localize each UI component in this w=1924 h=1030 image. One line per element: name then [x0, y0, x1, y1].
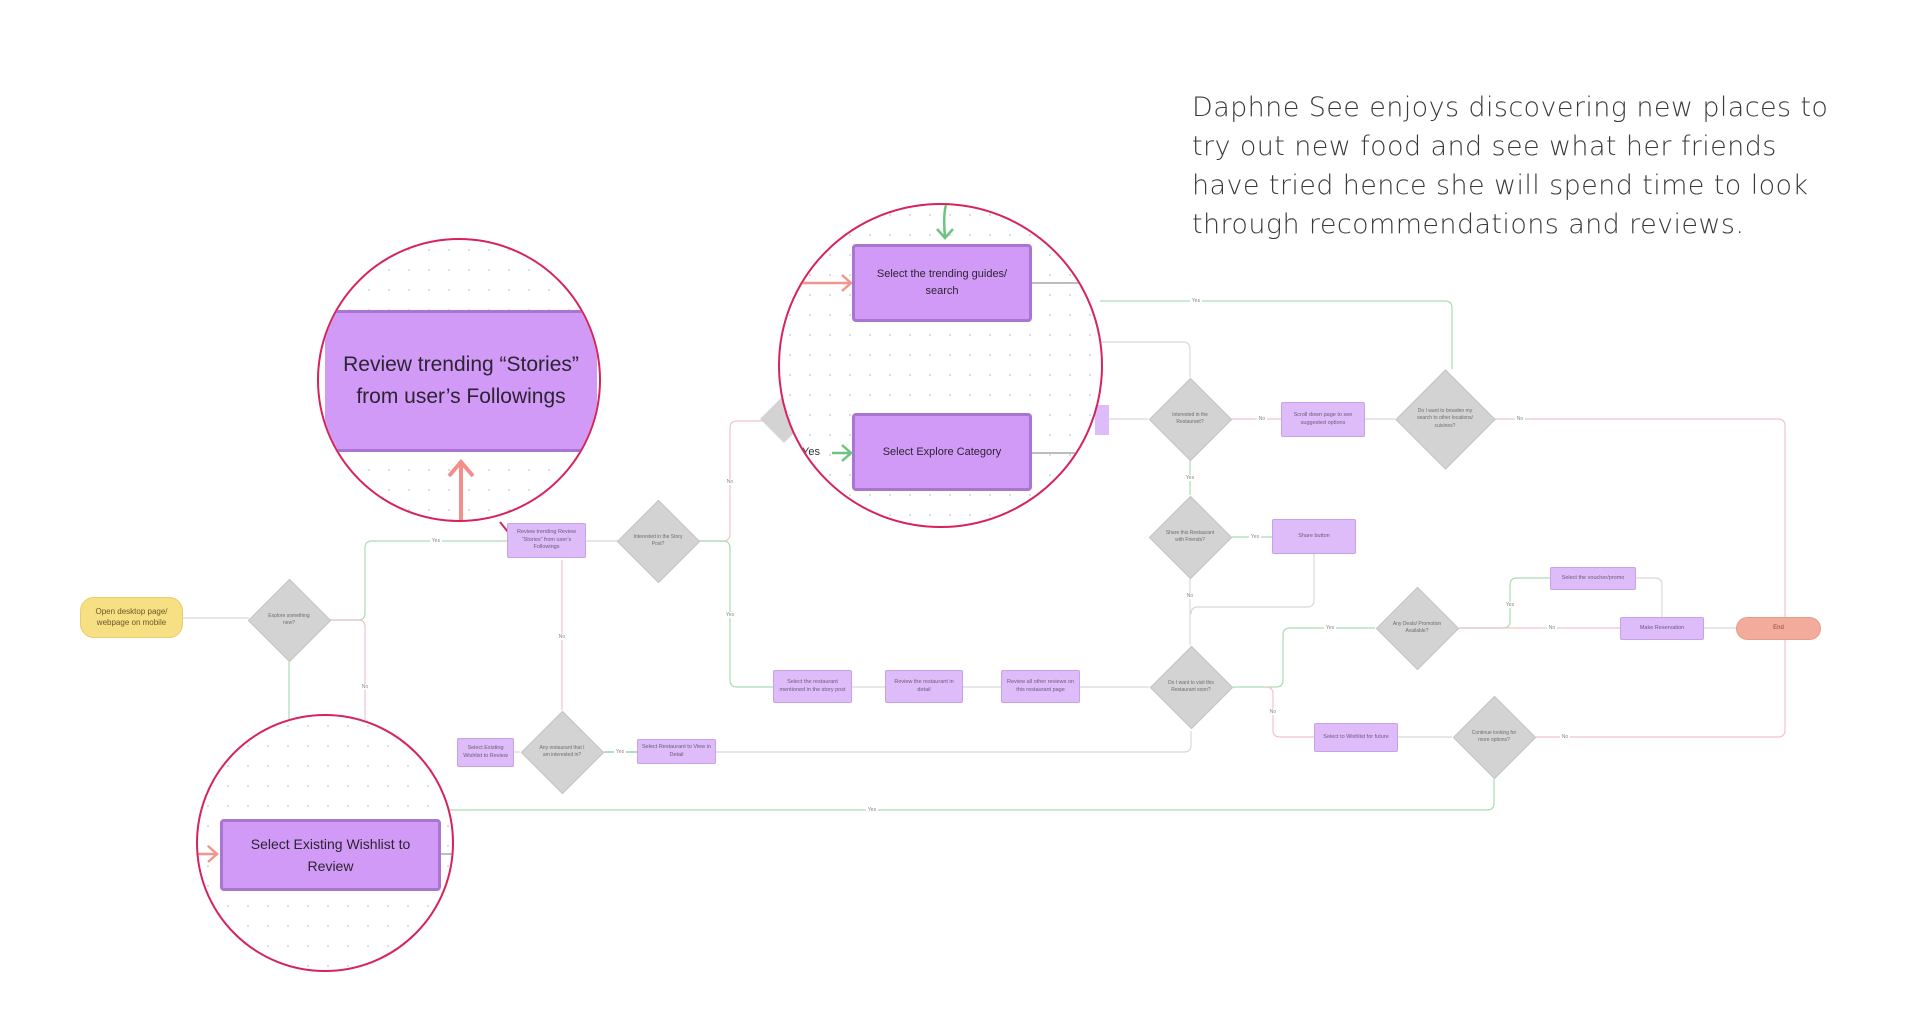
select-voucher-node[interactable]: Select the voucher/promo: [1550, 567, 1636, 590]
edge-label-yes: Yes: [1189, 298, 1203, 304]
review-detail-node[interactable]: Review the restaurant in detail: [885, 670, 963, 703]
edge: [329, 619, 366, 720]
hidden-box: [1095, 405, 1109, 435]
arrow-down-icon: [936, 205, 954, 240]
decision-share-friends[interactable]: Share this Restaurant with Friends?: [1148, 495, 1232, 579]
zoom-stories-node: Review trending “Stories” from user’s Fo…: [325, 310, 597, 452]
edge-label-no: No: [359, 684, 371, 690]
zoom-explore-node: Select Explore Category: [852, 413, 1032, 491]
edge-label-no: No: [1514, 416, 1526, 422]
decision-interested-story[interactable]: Interested in the Story Post?: [616, 499, 700, 583]
edge-label-no: No: [1546, 625, 1558, 631]
edge-label-yes: Yes: [723, 612, 737, 618]
decision-visit-soon[interactable]: Do I want to visit this Restaurant soon?: [1149, 645, 1233, 729]
zoom-callout-wishlist: Select Existing Wishlist to Review: [196, 714, 454, 972]
edge-label-no: No: [1267, 709, 1279, 715]
select-restaurant-detail-node[interactable]: Select Restaurant to View in Detail: [637, 739, 716, 764]
decision-continue-looking[interactable]: Continue looking for more options?: [1452, 695, 1536, 779]
edge-label-yes: Yes: [1323, 625, 1337, 631]
edge: [1233, 627, 1375, 688]
edge: [440, 779, 1495, 811]
edge-label-yes: Yes: [865, 807, 879, 813]
edge: [1265, 686, 1314, 738]
edge: [1190, 554, 1315, 615]
decision-explore-new[interactable]: Explore something new?: [247, 578, 331, 662]
zoom-callout-trending: Select the trending guides/ search Selec…: [778, 203, 1103, 528]
persona-description: Daphne See enjoys discovering new places…: [1192, 92, 1829, 240]
review-others-node[interactable]: Review all other reviews on this restaur…: [1001, 670, 1080, 703]
review-stories-node[interactable]: Review trending Review “Stories” from us…: [507, 523, 586, 558]
decision-label: Share this Restaurant with Friends?: [1165, 529, 1215, 543]
decision-interested-restaurant[interactable]: Interested in the Restaurant?: [1148, 377, 1232, 461]
decision-label: Any restaurant that I am interested in?: [539, 744, 585, 758]
decision-label: Any Deals/ Promotion Available?: [1392, 620, 1442, 634]
share-button-node[interactable]: Share button: [1272, 519, 1356, 554]
edge-label-no: No: [1256, 416, 1268, 422]
decision-label: Interested in the Story Post?: [633, 533, 683, 547]
edge-label-no: No: [724, 479, 736, 485]
edge: [716, 731, 1192, 753]
end-node[interactable]: End: [1736, 617, 1821, 640]
decision-label: Interested in the Restaurant?: [1172, 411, 1208, 425]
zoom-callout-stories: Review trending “Stories” from user’s Fo…: [317, 238, 601, 522]
edge-label-yes: Yes: [1248, 534, 1262, 540]
decision-label: Explore something new?: [268, 612, 310, 626]
zoom-connectors: [780, 205, 1101, 462]
select-mentioned-node[interactable]: Select the restaurant mentioned in the s…: [773, 670, 852, 703]
edge: [1536, 640, 1786, 738]
arrow-right-icon: [780, 274, 853, 292]
edge-label-yes: Yes: [613, 749, 627, 755]
arrow-right-icon: [832, 444, 853, 462]
edge: [698, 420, 784, 542]
select-wishlist-node[interactable]: Select Existing Wishlist to Review: [457, 738, 514, 767]
edge-label-yes: Yes: [1183, 475, 1197, 481]
decision-any-restaurant[interactable]: Any restaurant that I am interested in?: [520, 710, 604, 794]
edge: [1100, 341, 1191, 377]
edge: [329, 540, 507, 621]
arrow-right-icon: [198, 845, 452, 863]
zoom-trending-node: Select the trending guides/ search: [852, 244, 1032, 322]
zoom-wishlist-node: Select Existing Wishlist to Review: [220, 819, 441, 891]
decision-label: Continue looking for more options?: [1471, 729, 1517, 743]
decision-broaden-search[interactable]: Do I want to broaden my search to other …: [1394, 368, 1496, 470]
decision-deals[interactable]: Any Deals/ Promotion Available?: [1375, 586, 1459, 670]
zoom-edge-label-yes: Yes: [802, 446, 820, 458]
edge-label-yes: Yes: [429, 538, 443, 544]
decision-label: Do I want to visit this Restaurant soon?: [1168, 679, 1214, 693]
edge-label-no: No: [556, 634, 568, 640]
start-node[interactable]: Open desktop page/ webpage on mobile: [80, 597, 183, 638]
edge: [1100, 300, 1453, 369]
make-reservation-node[interactable]: Make Reservation: [1620, 617, 1704, 640]
arrow-up-icon: [447, 458, 475, 520]
scroll-down-node[interactable]: Scroll down page to see suggested option…: [1281, 402, 1365, 437]
wishlist-future-node[interactable]: Select to Wishlist for future: [1314, 723, 1398, 752]
edge-label-no: No: [1184, 593, 1196, 599]
edge-label-yes: Yes: [1503, 602, 1517, 608]
edge-label-no: No: [1559, 734, 1571, 740]
decision-label: Do I want to broaden my search to other …: [1417, 408, 1473, 429]
edge: [1495, 418, 1786, 617]
edge: [1636, 577, 1663, 617]
